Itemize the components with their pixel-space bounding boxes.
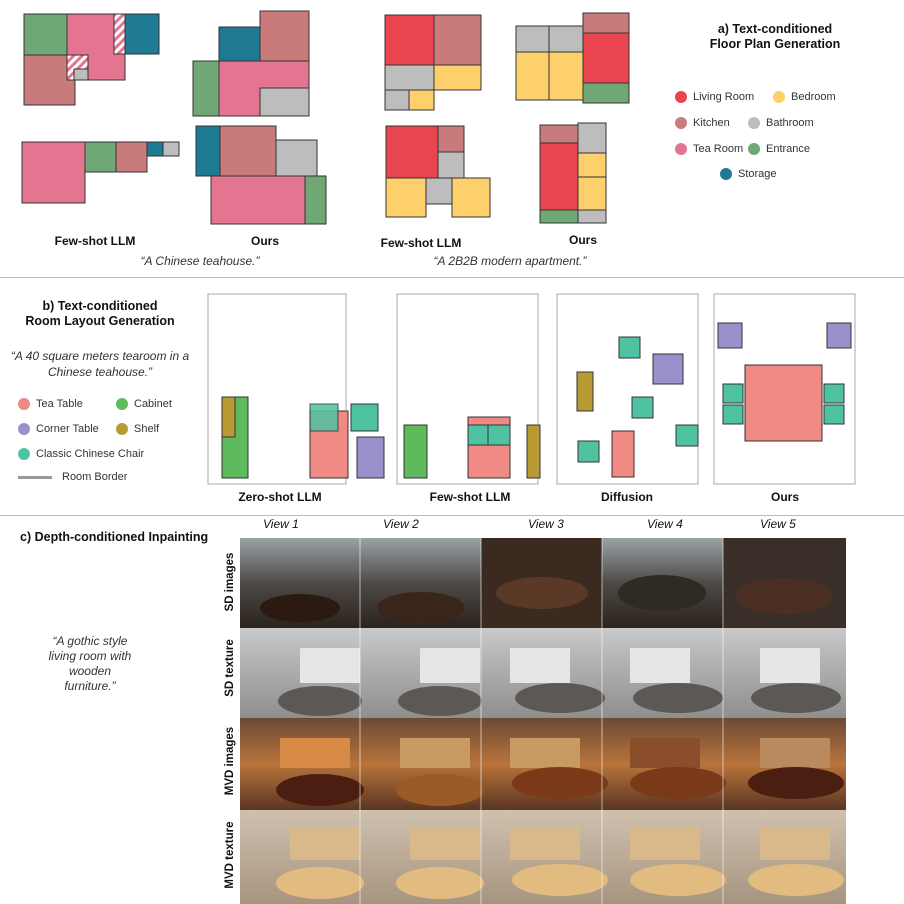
plan-apartment-ours-2 <box>539 122 607 224</box>
row-sd-images <box>240 538 846 628</box>
legend-label: Entrance <box>766 143 811 155</box>
view-label-4: View 4 <box>647 517 683 531</box>
legend-line <box>18 475 52 479</box>
col-label-fewshot-1: Few-shot LLM <box>54 234 136 248</box>
legend-dot <box>18 448 30 460</box>
legend-corner-table: Corner Table <box>18 423 99 435</box>
legend-label: Bedroom <box>791 91 836 103</box>
legend-label: Kitchen <box>693 117 730 129</box>
panel-label-zero-shot: Zero-shot LLM <box>238 490 322 504</box>
row-mvd-texture <box>240 810 846 904</box>
section-divider-1 <box>0 277 904 278</box>
row-label-mvd-images: MVD images <box>224 726 236 796</box>
legend-label: Bathroom <box>766 117 814 129</box>
row-label-mvd-texture: MVD texture <box>224 821 236 889</box>
legend-shelf: Shelf <box>116 423 159 435</box>
section-b-title-line2: Room Layout Generation <box>25 314 175 328</box>
plan-apartment-fewshot-2 <box>385 125 491 218</box>
row-label-sd-images: SD images <box>224 552 236 612</box>
layout-diffusion <box>556 293 699 485</box>
legend-dot <box>18 423 30 435</box>
view-label-1: View 1 <box>263 517 299 531</box>
section-a-title: a) Text-conditioned Floor Plan Generatio… <box>660 22 890 52</box>
legend-dot <box>18 398 30 410</box>
legend-dot <box>675 117 687 129</box>
legend-cabinet: Cabinet <box>116 398 172 410</box>
section-a-title-line2: Floor Plan Generation <box>709 37 841 51</box>
caption-teahouse: “A Chinese teahouse.” <box>140 254 260 268</box>
panel-label-ours: Ours <box>770 490 799 504</box>
legend-dot <box>116 398 128 410</box>
legend-label: Corner Table <box>36 423 99 435</box>
view-label-2: View 2 <box>383 517 419 531</box>
col-label-ours-2: Ours <box>568 233 597 247</box>
section-divider-2 <box>0 515 904 516</box>
section-b-prompt: “A 40 square meters tearoom in a Chinese… <box>5 348 195 380</box>
view-label-3: View 3 <box>528 517 564 531</box>
layout-few-shot <box>396 293 541 485</box>
legend-dot <box>748 143 760 155</box>
plan-teahouse-ours <box>192 10 310 117</box>
panel-label-diffusion: Diffusion <box>601 490 653 504</box>
legend-label: Room Border <box>62 471 128 483</box>
legend-chinese-chair: Classic Chinese Chair <box>18 448 144 460</box>
legend-dot <box>675 143 687 155</box>
section-c-prompt: “A gothic style living room with wooden … <box>20 634 160 694</box>
row-sd-texture <box>240 628 846 718</box>
section-b-prompt-line2: Chinese teahouse.” <box>47 365 153 379</box>
legend-dot <box>116 423 128 435</box>
room-layout-figures <box>207 293 856 485</box>
layout-ours <box>713 293 856 485</box>
section-a-title-line1: a) Text-conditioned <box>717 22 833 36</box>
col-label-ours-1: Ours <box>250 234 279 248</box>
legend-kitchen: Kitchen <box>675 117 730 129</box>
section-c-prompt-line3: wooden <box>68 664 112 678</box>
col-label-fewshot-2: Few-shot LLM <box>380 236 462 250</box>
legend-label: Classic Chinese Chair <box>36 448 145 460</box>
plan-teahouse-ours-2 <box>195 125 327 225</box>
plan-teahouse-fewshot <box>23 13 160 106</box>
legend-label: Storage <box>738 168 777 180</box>
row-label-sd-texture: SD texture <box>224 639 236 697</box>
legend-tea-table: Tea Table <box>18 398 83 410</box>
section-c-prompt-line2: living room with <box>48 649 132 663</box>
floor-plan-figures <box>21 10 630 225</box>
panel-label-few-shot: Few-shot LLM <box>429 490 511 504</box>
legend-label: Cabinet <box>134 398 172 410</box>
legend-bathroom: Bathroom <box>748 117 814 129</box>
legend-dot <box>773 91 785 103</box>
legend-label: Tea Table <box>36 398 83 410</box>
view-label-5: View 5 <box>760 517 796 531</box>
legend-entrance: Entrance <box>748 143 810 155</box>
plan-apartment-ours <box>515 12 630 104</box>
layout-zero-shot <box>207 293 385 485</box>
legend-living-room: Living Room <box>675 91 754 103</box>
section-c-prompt-line1: “A gothic style <box>52 634 128 648</box>
section-b-title-line1: b) Text-conditioned <box>42 299 158 313</box>
legend-dot <box>720 168 732 180</box>
plan-teahouse-fewshot-2 <box>21 141 180 204</box>
section-c-title: c) Depth-conditioned Inpainting <box>20 530 209 544</box>
plan-apartment-fewshot <box>384 14 482 111</box>
legend-dot <box>675 91 687 103</box>
section-b-prompt-line1: “A 40 square meters tearoom in a <box>10 349 190 363</box>
inpainting-image-grid <box>240 538 846 904</box>
section-b-title: b) Text-conditioned Room Layout Generati… <box>10 299 190 329</box>
caption-apartment: “A 2B2B modern apartment.” <box>433 254 587 268</box>
legend-label: Shelf <box>134 423 160 435</box>
row-mvd-images <box>240 718 846 810</box>
legend-label: Tea Room <box>693 143 744 155</box>
legend-tea-room: Tea Room <box>675 143 743 155</box>
legend-label: Living Room <box>693 91 755 103</box>
legend-room-border: Room Border <box>18 471 127 483</box>
legend-bedroom: Bedroom <box>773 91 836 103</box>
legend-storage: Storage <box>720 168 777 180</box>
legend-dot <box>748 117 760 129</box>
section-c-prompt-line4: furniture.” <box>64 679 116 693</box>
